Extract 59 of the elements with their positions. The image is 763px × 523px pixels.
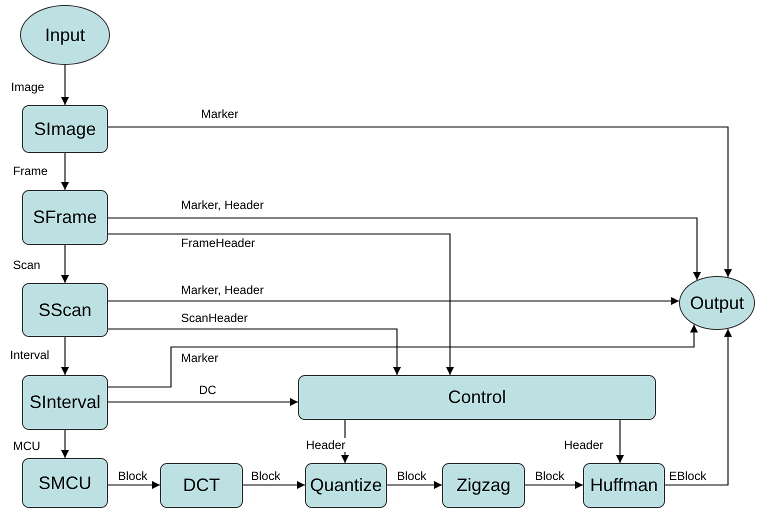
edge-label: Image (10, 80, 46, 94)
arrow (108, 324, 698, 388)
arrow (61, 245, 69, 283)
arrow (243, 481, 305, 489)
node-label: SScan (38, 300, 92, 320)
process-box (305, 463, 387, 508)
process-box (22, 458, 108, 508)
edge-label: Block (534, 469, 566, 483)
process-box (22, 105, 108, 153)
edge-label: ScanHeader (180, 311, 249, 325)
edge-label: Interval (9, 348, 50, 362)
arrow (525, 481, 583, 489)
edge-label: Marker, Header (180, 198, 265, 212)
process-box (583, 463, 665, 508)
arrow (108, 328, 401, 375)
edge-label: Marker, Header (180, 283, 265, 297)
arrow (387, 481, 442, 489)
edge-label: EBlock (668, 469, 708, 483)
arrow (108, 297, 680, 305)
arrow (61, 65, 69, 105)
node-label: DCT (183, 475, 220, 496)
edge-label: Marker (200, 107, 240, 121)
node-label: Huffman (590, 475, 658, 496)
edge-label: Block (117, 469, 148, 483)
process-box (22, 375, 108, 430)
edge-label: Block (250, 469, 282, 483)
node-label: Input (44, 24, 86, 46)
edge-label: Scan (12, 258, 42, 272)
node-label: Quantize (310, 475, 382, 496)
edge-label: FrameHeader (180, 236, 256, 250)
edge-label: Header (563, 438, 604, 452)
arrow (108, 126, 732, 278)
node-label: SFrame (32, 207, 97, 228)
process-box (298, 375, 656, 420)
edge-label: Block (396, 469, 428, 483)
arrow (61, 337, 69, 375)
node-label: SMCU (38, 472, 92, 494)
node-label: Output (690, 292, 744, 314)
node-label: SInterval (29, 392, 101, 413)
node-label: Control (448, 387, 506, 408)
edge-label: MCU (12, 439, 42, 453)
edge-label: Header (305, 438, 346, 452)
process-box (22, 283, 108, 337)
edge-label: Marker (180, 351, 220, 365)
arrow (108, 398, 298, 406)
process-box (22, 190, 108, 245)
arrow (108, 481, 160, 489)
node-label: Zigzag (456, 475, 511, 496)
arrow (61, 430, 69, 458)
node-label: SImage (34, 118, 96, 140)
edge-label: DC (198, 383, 218, 397)
process-box (160, 463, 243, 508)
process-box (442, 463, 525, 508)
edge-label: Frame (12, 164, 49, 178)
arrow (108, 217, 701, 280)
arrow (616, 420, 624, 463)
arrow (61, 153, 69, 190)
arrow (108, 233, 454, 375)
arrow (665, 328, 732, 486)
